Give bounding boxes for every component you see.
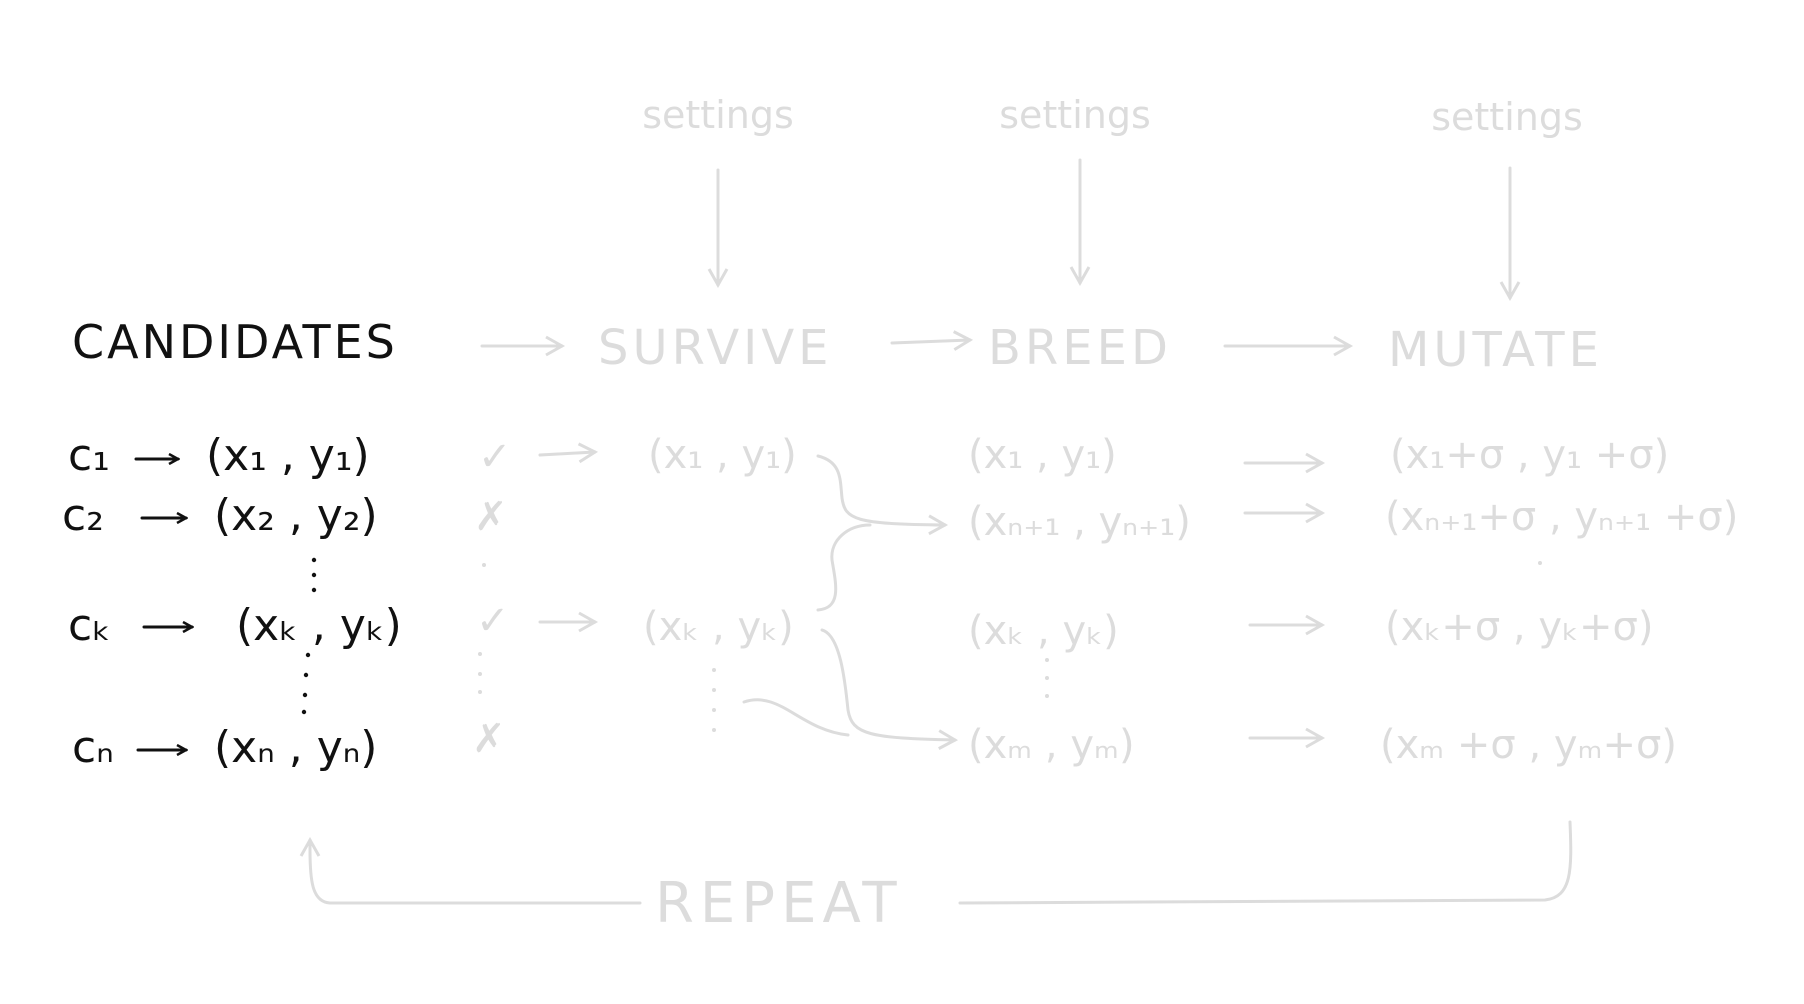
candidate-name: cₙ — [72, 722, 114, 773]
breed-connector — [742, 698, 850, 737]
breed-tuple: (xₙ₊₁ , yₙ₊₁) — [968, 499, 1191, 545]
repeat-loop-left — [299, 836, 642, 905]
candidate-name: c₁ — [68, 430, 110, 481]
survive-check-mark: ✓ — [476, 598, 510, 644]
breed-connector — [820, 628, 959, 750]
breed-tuple: (xₖ , yₖ) — [968, 608, 1119, 654]
candidate-tuple: (x₂ , y₂) — [214, 490, 378, 541]
breed-tuple: (x₁ , y₁) — [968, 432, 1117, 478]
flow-arrow-survive-breed — [890, 330, 974, 351]
candidate-tuple: (xₙ , yₙ) — [214, 722, 377, 773]
survive-arrow — [538, 442, 599, 464]
repeat-label: REPEAT — [655, 871, 903, 936]
repeat-loop-right — [958, 820, 1573, 905]
survive-marks-ellipsis — [478, 563, 486, 694]
header-survive: SURVIVE — [598, 320, 832, 376]
survive-cross-mark: ✗ — [472, 716, 506, 762]
mutate-tuple: (xₘ +σ , yₘ+σ) — [1380, 722, 1677, 768]
header-mutate: MUTATE — [1388, 322, 1603, 378]
breed-tuple: (xₘ , yₘ) — [968, 722, 1135, 768]
mutate-ellipsis — [1538, 561, 1542, 565]
breed-connector — [816, 523, 872, 612]
candidate-tuple: (xₖ , yₖ) — [236, 600, 402, 651]
settings-label-mutate: settings — [1431, 95, 1583, 139]
survivor-tuple: (x₁ , y₁) — [648, 432, 797, 478]
header-breed: BREED — [988, 320, 1172, 376]
header-candidates: CANDIDATES — [72, 315, 398, 369]
settings-label-survive: settings — [642, 93, 794, 137]
candidate-name: cₖ — [68, 600, 111, 651]
mutate-tuple: (xₖ+σ , yₖ+σ) — [1385, 604, 1654, 650]
breed-ellipsis — [1045, 658, 1049, 698]
candidate-tuple: (x₁ , y₁) — [206, 430, 370, 481]
survive-check-mark: ✓ — [478, 434, 512, 480]
candidates-ellipsis — [301, 557, 317, 715]
mutate-tuple: (xₙ₊₁+σ , yₙ₊₁ +σ) — [1385, 494, 1738, 540]
survivors-ellipsis — [712, 668, 716, 732]
breed-connector — [816, 454, 949, 536]
settings-label-breed: settings — [999, 93, 1151, 137]
candidate-name: c₂ — [62, 490, 104, 541]
survive-cross-mark: ✗ — [474, 494, 508, 540]
mutate-tuple: (x₁+σ , y₁ +σ) — [1390, 432, 1669, 478]
survivor-tuple: (xₖ , yₖ) — [643, 604, 794, 650]
